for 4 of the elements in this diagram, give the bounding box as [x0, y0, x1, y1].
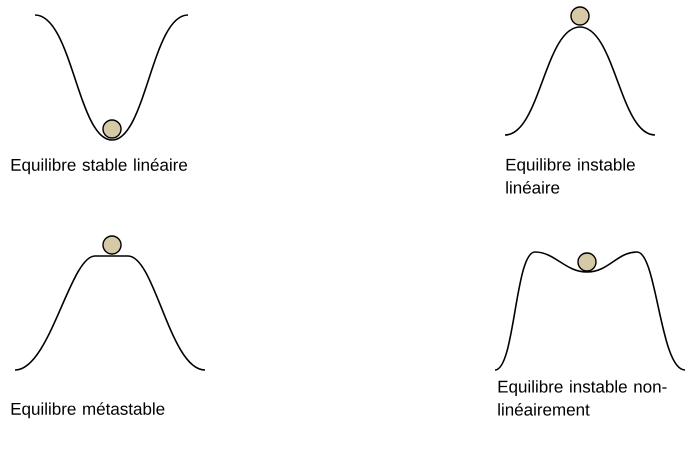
- caption: Equilibre instable non-linéairement: [498, 380, 666, 416]
- caption: Equilibre métastable: [12, 402, 164, 418]
- caption: Equilibre stable linéaire: [12, 158, 188, 174]
- caption: Equilibre instable linéaire: [506, 158, 635, 194]
